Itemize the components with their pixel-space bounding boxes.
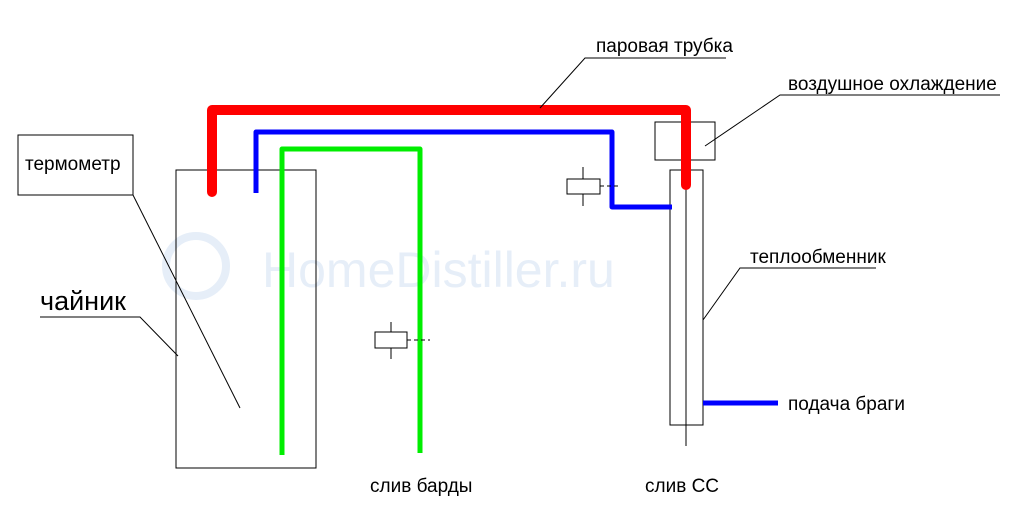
label-thermometer: термометр (25, 154, 121, 175)
label-steam-pipe: паровая трубка (596, 36, 733, 57)
stillage-pipe (279, 146, 423, 455)
valve-cooling (566, 167, 620, 206)
steam-pipe (207, 105, 691, 197)
watermark-text: HomeDistiller.ru (262, 242, 615, 298)
label-mash-feed: подача браги (788, 394, 905, 415)
kettle-body (175, 169, 317, 469)
thermometer-label-box (17, 134, 134, 196)
leader-lines (40, 57, 1000, 409)
watermark-logo-icon (162, 232, 230, 300)
label-stillage-drain: слив барды (370, 476, 472, 497)
label-air-cooling: воздушное охлаждение (788, 74, 997, 95)
label-ss-drain: слив СС (645, 476, 719, 497)
watermark: HomeDistiller.ru (162, 232, 615, 300)
label-kettle: чайник (40, 286, 126, 316)
cooling-pipe (253, 129, 672, 210)
valve-stillage (374, 322, 430, 359)
label-heat-exchanger: теплообменник (750, 247, 886, 268)
